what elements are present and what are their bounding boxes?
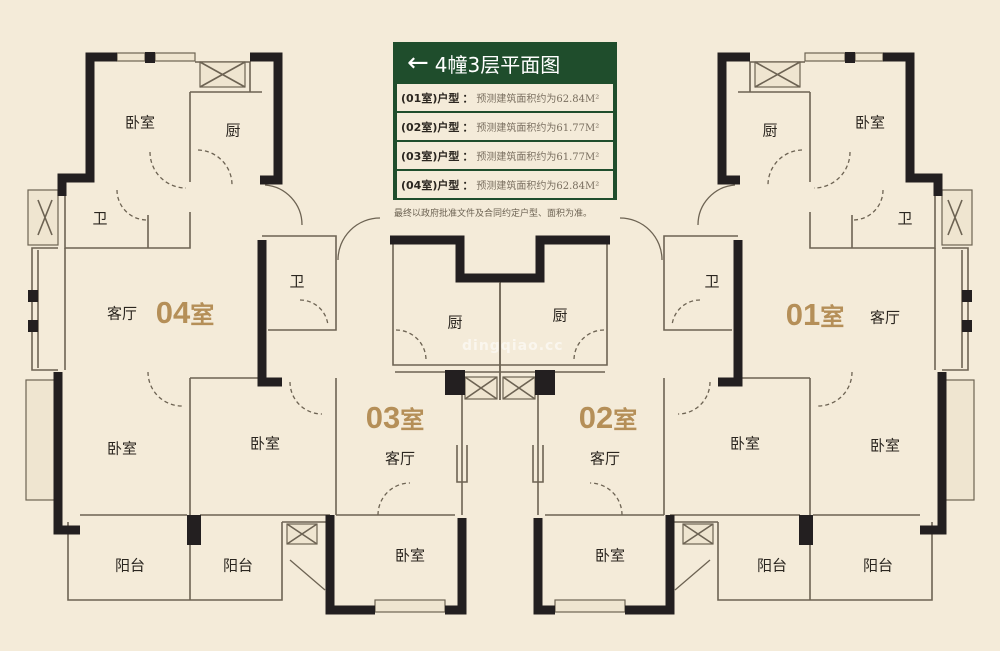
legend-row: (01室)户型：预测建筑面积约为62.84M² [397, 84, 613, 113]
row-sep: ： [462, 149, 474, 163]
legend-header: ← 4幢3层平面图 [397, 42, 613, 84]
row-desc: 预测建筑面积约为62.84M² [476, 94, 600, 105]
room-03-bedroom: 卧室 [394, 546, 426, 565]
row-desc: 预测建筑面积约为62.84M² [476, 181, 600, 192]
row-sep: ： [462, 91, 474, 105]
legend-row: (02室)户型：预测建筑面积约为61.77M² [397, 113, 613, 142]
row-unit: (03室)户型 [401, 149, 460, 163]
room-01-bedroom-1: 卧室 [854, 113, 886, 132]
legend-box: ← 4幢3层平面图 (01室)户型：预测建筑面积约为62.84M² (02室)户… [393, 42, 617, 200]
room-02-kitchen: 厨 [552, 306, 568, 325]
room-03-bathroom: 卫 [289, 272, 305, 291]
room-04-balcony-1: 阳台 [114, 556, 146, 575]
row-desc: 预测建筑面积约为61.77M² [476, 152, 600, 163]
row-sep: ： [462, 120, 474, 134]
room-01-bathroom: 卫 [897, 209, 913, 228]
room-04-living-room: 客厅 [106, 304, 138, 323]
room-04-bedroom-3: 卧室 [249, 434, 281, 453]
row-unit: (02室)户型 [401, 120, 460, 134]
unit-label-02: 02室 [578, 400, 638, 435]
row-unit: (04室)户型 [401, 178, 460, 192]
room-01-bedroom-2: 卧室 [729, 434, 761, 453]
room-04-kitchen: 厨 [225, 121, 241, 140]
room-04-bedroom-1: 卧室 [124, 113, 156, 132]
arrow-left-icon: ← [407, 48, 429, 78]
legend-rows: (01室)户型：预测建筑面积约为62.84M² (02室)户型：预测建筑面积约为… [397, 84, 613, 198]
unit-label-01: 01室 [785, 297, 845, 332]
room-04-balcony-2: 阳台 [222, 556, 254, 575]
row-sep: ： [462, 178, 474, 192]
room-01-bedroom-3: 卧室 [869, 436, 901, 455]
room-03-living-room: 客厅 [384, 449, 416, 468]
room-01-balcony-1: 阳台 [756, 556, 788, 575]
row-desc: 预测建筑面积约为61.77M² [476, 123, 600, 134]
room-02-bedroom: 卧室 [594, 546, 626, 565]
legend-title: 4幢3层平面图 [434, 52, 561, 77]
legend-row: (03室)户型：预测建筑面积约为61.77M² [397, 142, 613, 171]
row-unit: (01室)户型 [401, 91, 460, 105]
legend-row: (04室)户型：预测建筑面积约为62.84M² [397, 171, 613, 198]
watermark: dingqiao.cc [462, 338, 564, 354]
disclaimer-note: 最终以政府批准文件及合同约定户型、面积为准。 [394, 209, 593, 219]
room-03-kitchen: 厨 [447, 313, 463, 332]
room-04-bathroom: 卫 [92, 209, 108, 228]
room-02-living-room: 客厅 [589, 449, 621, 468]
room-01-living-room: 客厅 [869, 308, 901, 327]
room-02-bathroom: 卫 [704, 272, 720, 291]
room-04-bedroom-2: 卧室 [106, 439, 138, 458]
room-01-kitchen: 厨 [762, 121, 778, 140]
unit-label-04: 04室 [155, 295, 215, 330]
room-01-balcony-2: 阳台 [862, 556, 894, 575]
unit-label-03: 03室 [365, 400, 425, 435]
